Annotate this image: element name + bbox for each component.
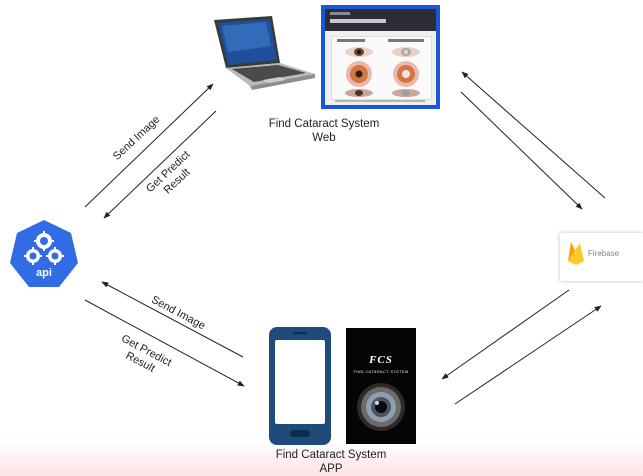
firebase-label: Firebase [588, 249, 620, 258]
arrow-api-to-app [84, 299, 245, 387]
eye-icon [357, 383, 405, 431]
firebase-flame-icon [568, 242, 584, 265]
web-app-screenshot [321, 5, 440, 109]
fcs-subtitle: FIND CATARACT SYSTEM [353, 369, 409, 374]
cataract-comparison-image [337, 39, 424, 97]
firebase-node: Firebase [560, 233, 643, 281]
arrow-api-to-web [84, 83, 214, 208]
arrow-web-to-api [103, 110, 217, 219]
arrow-app-to-api [101, 281, 244, 358]
bottom-band [0, 440, 643, 476]
fcs-title: FCS [369, 354, 393, 366]
web-caption: Find Cataract System Web [268, 118, 380, 144]
smartphone-icon [269, 327, 331, 445]
app-caption: Find Cataract System APP [275, 449, 387, 475]
arrow-firebase-to-app [441, 289, 570, 380]
arrow-app-to-firebase [454, 305, 602, 405]
mobile-app-screenshot: FCS FIND CATARACT SYSTEM [346, 328, 416, 444]
arrow-web-to-firebase [460, 91, 583, 210]
api-icon: api [10, 220, 78, 287]
arrow-firebase-to-web [461, 71, 606, 199]
api-label: api [36, 267, 52, 279]
laptop-icon [214, 16, 315, 90]
